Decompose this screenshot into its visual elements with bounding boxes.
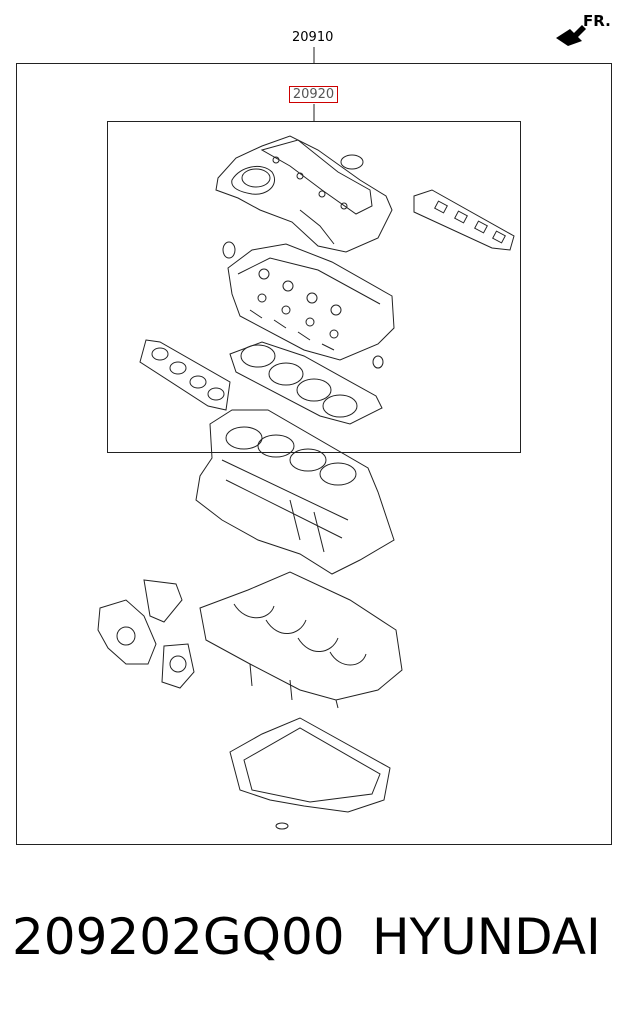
front-direction-label: FR.: [583, 12, 611, 30]
cylinder-head-drawing: [227, 243, 395, 361]
intake-manifold-gasket-drawing: [413, 189, 515, 251]
front-direction-arrow-icon: [556, 25, 586, 46]
head-gasket-drawing: [229, 341, 383, 425]
part-number: 209202GQ00: [12, 908, 345, 966]
drain-plug-washer-drawing: [275, 822, 289, 830]
outer-kit-callout: 20910: [292, 30, 334, 45]
valve-cover-drawing: [215, 135, 393, 253]
inner-gasket-set-frame: [107, 121, 521, 453]
outer-kit-frame: [16, 63, 612, 845]
exhaust-manifold-gasket-drawing: [139, 339, 231, 411]
exploded-parts-diagram: [16, 25, 612, 845]
water-pump-drawing: [97, 579, 195, 689]
lower-crankcase-drawing: [199, 571, 403, 709]
oil-cap-seal-drawing: [340, 154, 364, 170]
plug-seal-drawing: [222, 241, 236, 259]
oil-pan-drawing: [229, 717, 391, 813]
head-seal-ring-drawing: [372, 355, 384, 369]
brand-name: HYUNDAI: [372, 908, 601, 966]
engine-block-drawing: [195, 409, 395, 575]
gasket-set-callout[interactable]: 20920: [289, 86, 338, 103]
part-footer: 209202GQ00 HYUNDAI: [0, 900, 620, 980]
